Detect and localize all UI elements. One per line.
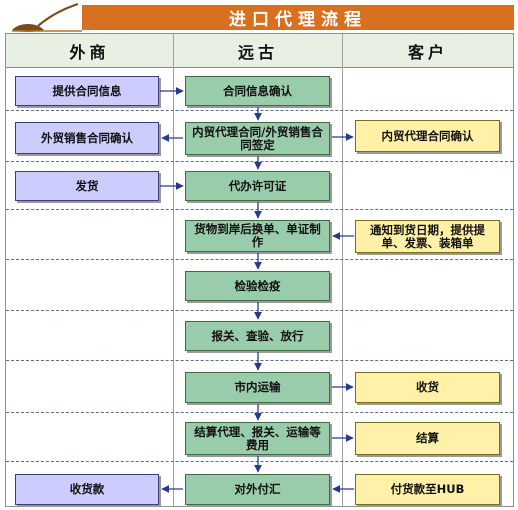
row-separator xyxy=(6,209,513,210)
row-separator xyxy=(6,412,513,413)
step-local-transport: 市内运输 xyxy=(185,372,330,403)
step-pay-to-hub: 付货款至HUB xyxy=(355,474,500,505)
row-separator xyxy=(6,360,513,361)
step-receive-goods: 收货 xyxy=(355,372,500,403)
step-obtain-license: 代办许可证 xyxy=(185,171,330,201)
step-sign-contracts: 内贸代理合同/外贸销售合同签定 xyxy=(185,122,330,155)
step-settle-fees: 结算代理、报关、运输等费用 xyxy=(185,422,330,455)
row-separator xyxy=(6,161,513,162)
step-inspection-quarantine: 检验检疫 xyxy=(185,271,330,301)
diagram-frame xyxy=(5,33,514,507)
column-divider xyxy=(173,34,174,506)
column-header-yuangu: 远古 xyxy=(174,34,342,68)
step-domestic-agency-contract-confirm: 内贸代理合同确认 xyxy=(355,120,500,152)
step-contract-info-confirm: 合同信息确认 xyxy=(185,76,330,106)
column-header-customer: 客户 xyxy=(343,34,513,68)
column-divider xyxy=(342,34,343,506)
step-ship-goods: 发货 xyxy=(15,171,159,201)
step-settlement: 结算 xyxy=(355,422,500,455)
step-foreign-sales-contract-confirm: 外贸销售合同确认 xyxy=(15,122,159,154)
row-separator xyxy=(6,461,513,462)
step-customs-clearance: 报关、查验、放行 xyxy=(185,321,330,351)
step-receive-payment: 收货款 xyxy=(15,474,159,505)
step-overseas-payment: 对外付汇 xyxy=(185,474,330,505)
column-header-foreign: 外商 xyxy=(6,34,173,68)
row-separator xyxy=(6,259,513,260)
step-document-preparation: 货物到岸后换单、单证制作 xyxy=(185,220,330,252)
step-provide-contract-info: 提供合同信息 xyxy=(15,76,159,106)
row-separator xyxy=(6,310,513,311)
row-separator xyxy=(6,110,513,111)
page-title: 进口代理流程 xyxy=(82,5,514,30)
logo-icon xyxy=(12,2,82,32)
step-notify-arrival-docs: 通知到货日期，提供提单、发票、装箱单 xyxy=(355,220,500,253)
